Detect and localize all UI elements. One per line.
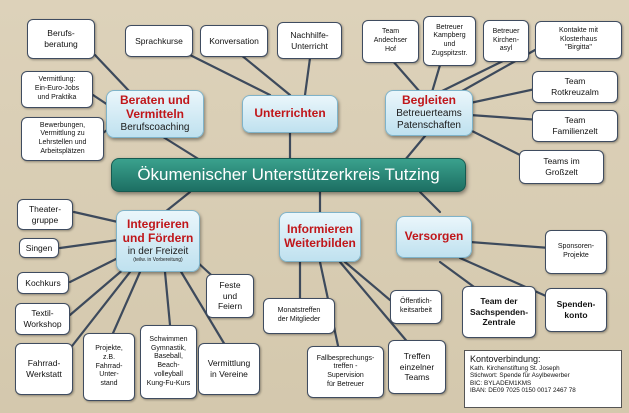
leaf-berufsberatung: Berufs- beratung	[27, 19, 95, 59]
connector	[93, 53, 132, 94]
leaf-oeffentlichkeitsarbeit: Öffentlich- keitsarbeit	[390, 290, 442, 324]
leaf-spendenkonto: Spenden- konto	[545, 288, 607, 332]
leaf-kontakte-klosterhaus: Kontakte mit Klosterhaus "Birgitta"	[535, 21, 622, 59]
leaf-treffen-teams: Treffen einzelner Teams	[388, 340, 446, 394]
connector	[68, 256, 120, 284]
leaf-monatstreffen: Monatstreffen der Mitglieder	[263, 298, 335, 334]
leaf-team-rotkreuzalm: Team Rotkreuzalm	[532, 71, 618, 103]
connector	[163, 190, 192, 214]
connector	[188, 53, 272, 97]
connector	[58, 238, 120, 250]
leaf-team-andechser: Team Andechser Hof	[362, 20, 419, 63]
leaf-sachspendenzentrale: Team der Sachspenden- Zentrale	[462, 286, 536, 338]
hub-subtitle: Betreuerteams Patenschaften	[396, 107, 462, 131]
leaf-feste-feiern: Feste und Feiern	[206, 274, 254, 318]
hub-heading: Beraten und Vermitteln	[119, 93, 190, 121]
connector	[468, 240, 552, 250]
connector	[303, 56, 312, 97]
connector	[418, 190, 442, 214]
leaf-vermittlung-vereine: Vermittlung in Vereine	[198, 343, 260, 395]
leaf-textil-workshop: Textil- Workshop	[15, 303, 70, 335]
hub-note: (teilw. in Vorbereitung)	[133, 257, 183, 264]
leaf-nachhilfe: Nachhilfe- Unterricht	[277, 22, 342, 59]
bank-details-line: BIC: BYLADEM1KMS	[470, 379, 532, 387]
hub-integrieren: Integrieren und Fördern in der Freizeit …	[116, 210, 200, 272]
leaf-bewerbungen: Bewerbungen, Vermittlung zu Lehrstellen …	[21, 117, 104, 161]
bank-details-line: Kath. Kirchenstiftung St. Joseph	[470, 364, 560, 372]
connector	[63, 270, 132, 357]
leaf-konversation: Konversation	[200, 25, 268, 57]
hub-heading: Begleiten	[401, 93, 456, 108]
connector	[68, 266, 127, 317]
connector	[468, 113, 542, 122]
bank-details-line: Stichwort: Spende für Asylbewerber	[470, 372, 570, 380]
hub-versorgen: Versorgen	[396, 216, 472, 258]
connector	[158, 133, 202, 162]
leaf-kochkurs: Kochkurs	[17, 272, 69, 294]
hub-subtitle: in der Freizeit	[127, 246, 189, 258]
connector	[438, 58, 507, 94]
bank-details-box: Kontoverbindung: Kath. Kirchenstiftung S…	[464, 350, 622, 408]
hub-beraten: Beraten und Vermitteln Berufscoaching	[106, 90, 204, 138]
bank-details-line: IBAN: DE09 7025 0150 0017 2467 78	[470, 387, 576, 395]
hub-informieren: Informieren Weiterbilden	[279, 212, 361, 262]
leaf-betreuer-kampberg: Betreuer Kampberg und Zugspitzstr.	[423, 16, 476, 66]
hub-begleiten: Begleiten Betreuerteams Patenschaften	[385, 90, 473, 136]
leaf-sprachkurse: Sprachkurse	[125, 25, 193, 57]
central-title: Ökumenischer Unterstützerkreis Tutzing	[111, 158, 466, 192]
connector	[91, 93, 110, 107]
hub-subtitle: Berufscoaching	[120, 121, 190, 133]
leaf-singen: Singen	[19, 238, 59, 258]
leaf-projekte-fahrradunterstand: Projekte, z.B. Fahrrad- Unter- stand	[83, 333, 135, 401]
connector	[468, 86, 542, 105]
leaf-fahrrad-werkstatt: Fahrrad- Werkstatt	[15, 343, 73, 395]
leaf-vermittlung-jobs: Vermittlung: Ein-Euro-Jobs und Praktika	[21, 71, 93, 108]
leaf-theatergruppe: Theater- gruppe	[17, 199, 73, 230]
hub-heading: Informieren Weiterbilden	[284, 222, 356, 250]
connector	[430, 63, 442, 94]
connector	[72, 210, 120, 224]
connector	[233, 48, 292, 97]
connector	[163, 270, 172, 327]
connector	[458, 256, 557, 302]
hub-unterrichten: Unterrichten	[242, 95, 338, 133]
bank-details-title: Kontoverbindung:	[470, 354, 541, 364]
connector	[108, 270, 142, 342]
leaf-schwimmen: Schwimmen Gymnastik, Baseball, Beach- vo…	[140, 325, 197, 399]
leaf-betreuer-kirchenasyl: Betreuer Kirchen- asyl	[483, 20, 529, 62]
hub-heading: Integrieren und Fördern	[122, 217, 194, 246]
connector	[178, 268, 227, 347]
hub-heading: Versorgen	[404, 229, 464, 244]
leaf-teams-grosszelt: Teams im Großzelt	[519, 150, 604, 184]
connector	[338, 260, 412, 347]
leaf-team-familienzelt: Team Familienzelt	[532, 110, 618, 142]
connector	[343, 260, 392, 302]
leaf-sponsoren: Sponsoren- Projekte	[545, 230, 607, 274]
leaf-fallbesprechung: Fallbesprechungs- treffen - Supervision …	[307, 346, 384, 398]
hub-heading: Unterrichten	[254, 106, 326, 121]
connector	[390, 58, 422, 94]
